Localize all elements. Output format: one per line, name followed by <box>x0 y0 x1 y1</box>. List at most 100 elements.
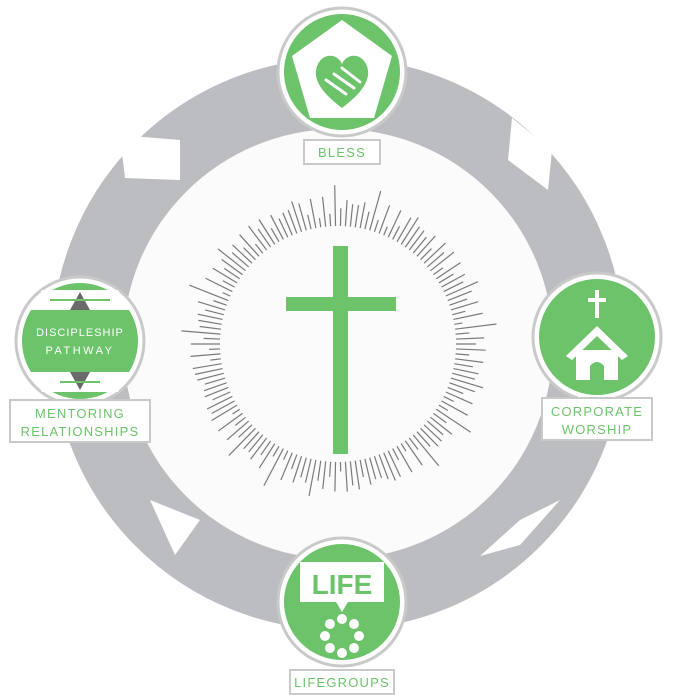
ray <box>304 458 312 483</box>
lifegroups-label: LIFEGROUPS <box>294 675 390 690</box>
ray <box>404 226 420 248</box>
ray <box>243 431 260 450</box>
ray <box>283 450 289 460</box>
ray <box>318 218 322 228</box>
group-dots <box>320 614 364 658</box>
ray <box>238 424 253 438</box>
ray <box>392 448 400 461</box>
ray <box>257 228 272 248</box>
ray <box>300 457 307 478</box>
ray <box>454 363 474 368</box>
ray <box>441 400 468 416</box>
ray <box>210 358 222 361</box>
ray <box>329 461 332 477</box>
ray <box>396 445 413 473</box>
ray <box>450 377 484 389</box>
ray <box>354 460 361 490</box>
group-dot <box>320 631 330 641</box>
ray <box>218 412 243 432</box>
ray <box>344 461 348 492</box>
ray <box>455 337 485 340</box>
ray <box>387 210 402 238</box>
ray <box>420 248 432 261</box>
group-dot <box>324 643 335 654</box>
arrow-notch-bottom-right <box>480 500 560 556</box>
ray <box>205 277 233 293</box>
ray <box>243 247 256 261</box>
ray <box>189 284 229 302</box>
ray <box>430 251 455 272</box>
arrow-notch-top-left <box>120 135 180 180</box>
ray <box>445 281 479 297</box>
ray <box>441 273 466 288</box>
ray <box>211 404 238 422</box>
ray <box>206 395 233 410</box>
ray <box>228 427 256 456</box>
ray <box>290 454 298 470</box>
ray <box>272 445 280 457</box>
ray <box>454 323 497 330</box>
ray <box>321 196 327 227</box>
ray-burst <box>181 185 497 496</box>
ray <box>205 309 224 316</box>
ray <box>396 217 412 243</box>
cycle-arrows <box>120 118 560 556</box>
ray <box>344 199 348 227</box>
worship-label-line1: CORPORATE <box>551 404 643 419</box>
ray <box>263 448 284 487</box>
ray <box>438 404 449 412</box>
ray <box>329 213 332 227</box>
discipleship-text: DISCIPLESHIP <box>36 327 124 339</box>
ray <box>453 312 483 321</box>
ray <box>212 267 238 284</box>
ray <box>231 252 250 268</box>
ray <box>455 332 470 335</box>
ray <box>317 460 322 481</box>
mentoring-label-line1: MENTORING <box>35 406 125 421</box>
ray <box>383 226 388 236</box>
ray <box>435 408 472 433</box>
node-bless: BLESS <box>276 6 408 165</box>
ray <box>232 408 241 415</box>
ray <box>387 450 402 477</box>
ray <box>369 190 382 231</box>
ray <box>447 290 472 302</box>
ray <box>334 185 337 227</box>
worship-label-line2: WORSHIP <box>562 422 633 437</box>
ray <box>426 420 444 436</box>
arrow-notch-bottom-left <box>150 500 200 555</box>
ray <box>378 454 389 480</box>
ray <box>204 377 226 385</box>
ray <box>378 205 391 234</box>
ray <box>197 301 226 311</box>
ray <box>190 353 221 357</box>
ray <box>364 211 370 230</box>
ray <box>270 227 280 243</box>
ray <box>349 204 354 227</box>
ray <box>400 217 419 245</box>
ray <box>420 427 439 447</box>
ray <box>449 382 476 393</box>
ray <box>430 416 453 435</box>
ray <box>373 219 379 232</box>
ray <box>455 353 470 356</box>
ray <box>248 225 268 251</box>
ray <box>416 235 436 257</box>
handshake-heart-icon <box>292 20 392 118</box>
ray <box>408 437 419 450</box>
ray <box>282 212 293 236</box>
ray <box>248 434 264 453</box>
ray <box>260 440 272 456</box>
ray <box>433 267 444 276</box>
ray <box>373 456 383 479</box>
cross-icon <box>286 246 396 454</box>
ray <box>258 443 276 469</box>
ray <box>212 391 231 401</box>
ray <box>426 252 445 268</box>
ray <box>438 273 454 284</box>
ray <box>223 267 241 280</box>
ray <box>198 319 222 325</box>
ray <box>291 201 303 232</box>
ray <box>445 391 473 405</box>
ray <box>443 281 464 293</box>
